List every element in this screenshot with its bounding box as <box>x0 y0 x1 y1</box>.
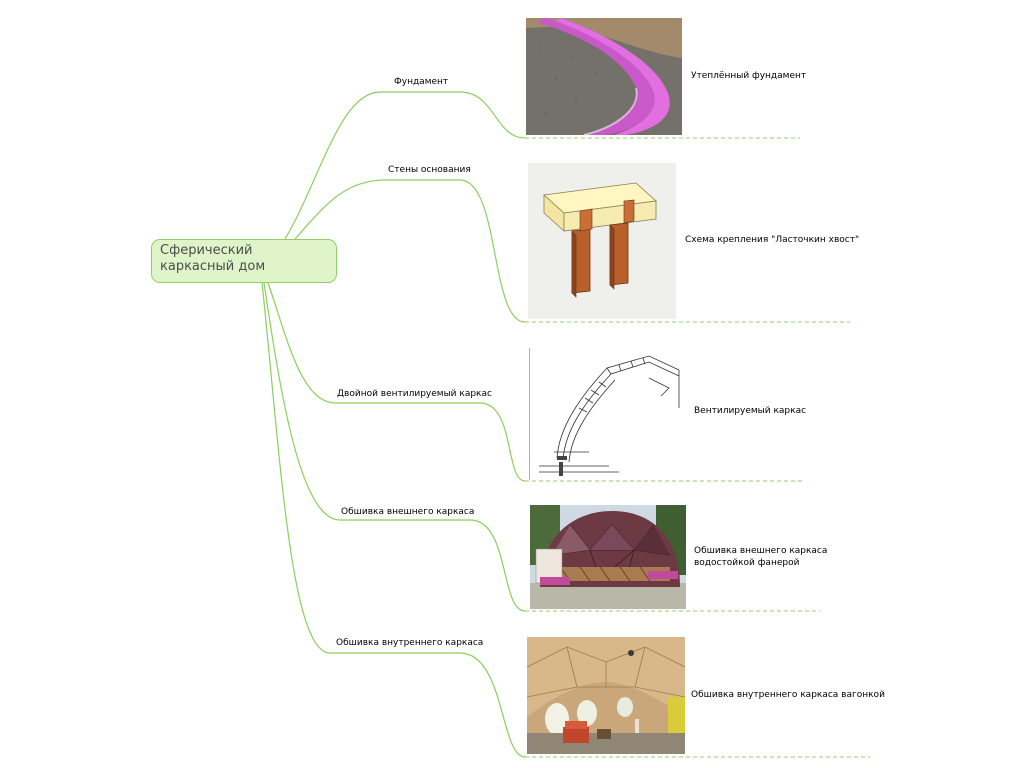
caption-inner-cladding: Обшивка внутреннего каркаса вагонкой <box>691 690 885 700</box>
caption-double-frame: Вентилируемый каркас <box>694 406 807 416</box>
connector-double-frame <box>267 282 526 482</box>
branch-label-foundation[interactable]: Фундамент <box>394 77 449 87</box>
connector-base-walls <box>294 179 526 323</box>
branch-label-outer-cladding[interactable]: Обшивка внешнего каркаса <box>341 507 475 517</box>
branch-label-base-walls[interactable]: Стены основания <box>388 165 471 175</box>
caption-foundation: Утеплённый фундамент <box>691 71 807 81</box>
caption-base-walls: Схема крепления "Ласточкин хвост" <box>685 235 860 245</box>
branch-label-double-frame[interactable]: Двойной вентилируемый каркас <box>337 389 492 399</box>
dome-interior-photo[interactable] <box>527 637 685 754</box>
ventilated-frame-sketch[interactable] <box>529 348 685 480</box>
caption-outer-cladding-line-1: Обшивка внешнего каркаса <box>694 546 828 556</box>
connector-foundation <box>284 91 526 240</box>
connector-inner-cladding <box>261 282 526 758</box>
root-topic[interactable]: Сферический каркасный дом <box>151 239 337 283</box>
geodesic-dome-exterior-photo[interactable] <box>530 505 686 609</box>
dovetail-joint-diagram[interactable] <box>528 163 676 319</box>
root-topic-title: Сферический каркасный дом <box>160 243 266 274</box>
branch-label-inner-cladding[interactable]: Обшивка внутреннего каркаса <box>336 638 484 648</box>
connector-outer-cladding <box>263 282 526 612</box>
caption-outer-cladding-line-2: водостойкой фанерой <box>694 558 800 568</box>
insulated-foundation-photo[interactable] <box>526 18 682 135</box>
caption-outer-cladding: Обшивка внешнего каркаса водостойкой фан… <box>694 545 827 569</box>
